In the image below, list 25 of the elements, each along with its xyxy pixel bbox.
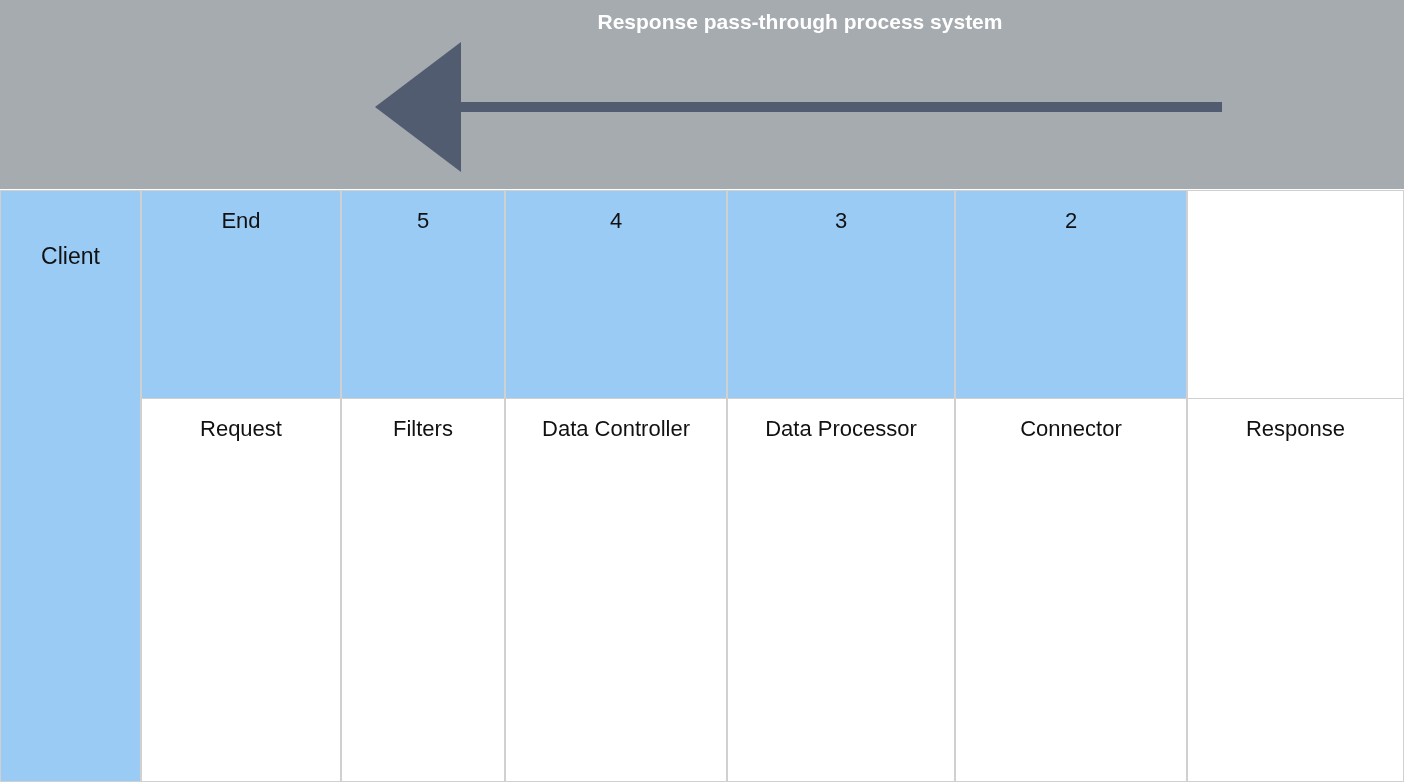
- cell-label: 3: [833, 208, 849, 234]
- diagram-title: Response pass-through process system: [596, 10, 1004, 34]
- step-cell: [955, 190, 1187, 399]
- step-cell: [1187, 398, 1404, 782]
- cell-label: 5: [415, 208, 431, 234]
- cell-label: Data Processor: [764, 416, 918, 442]
- lane-header: [0, 190, 141, 782]
- step-cell: [141, 190, 341, 399]
- cell-label: Request: [199, 416, 283, 442]
- step-cell: [505, 190, 727, 399]
- cell-label: Connector: [1019, 416, 1123, 442]
- cell-label: Client: [40, 243, 101, 270]
- step-cell: [505, 398, 727, 782]
- step-cell: [955, 398, 1187, 782]
- cell-label: 2: [1063, 208, 1079, 234]
- cell-label: 4: [608, 208, 624, 234]
- step-cell: [341, 398, 505, 782]
- step-cell: [341, 190, 505, 399]
- step-cell: [727, 190, 955, 399]
- cell-label: Filters: [392, 416, 454, 442]
- cell-label: Data Controller: [541, 416, 691, 442]
- step-cell: [141, 398, 341, 782]
- cell-label: End: [220, 208, 262, 234]
- cell-label: Response: [1244, 416, 1347, 442]
- step-cell: [727, 398, 955, 782]
